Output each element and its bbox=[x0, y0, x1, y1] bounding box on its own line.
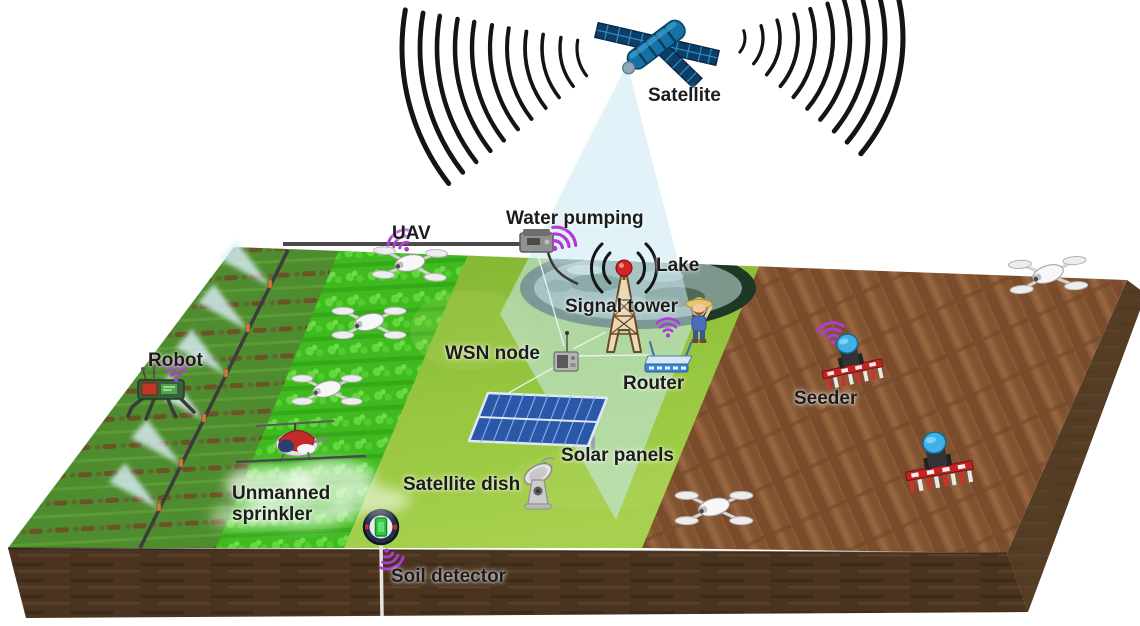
label-soil-detector: Soil detector bbox=[391, 566, 507, 587]
soil-front-face bbox=[8, 548, 1028, 618]
router-icon bbox=[644, 341, 693, 373]
soil-detector-icon bbox=[362, 508, 400, 617]
label-satellite-dish: Satellite dish bbox=[403, 474, 521, 495]
satellite-dish-icon bbox=[523, 457, 555, 510]
label-satellite: Satellite bbox=[648, 85, 721, 106]
sprayer-drone-icon bbox=[235, 420, 367, 464]
farmer-icon bbox=[685, 297, 713, 343]
label-water-pumping: Water pumping bbox=[506, 208, 644, 229]
label-lake: Lake bbox=[656, 255, 700, 276]
label-robot: Robot bbox=[148, 350, 203, 371]
sprinkler-heads bbox=[156, 279, 273, 512]
label-router: Router bbox=[623, 373, 685, 394]
label-uav: UAV bbox=[392, 223, 431, 244]
signal-waves-right bbox=[540, 0, 906, 221]
label-seeder: Seeder bbox=[794, 388, 858, 409]
wsn-node-icon bbox=[553, 331, 579, 372]
network-links bbox=[504, 251, 651, 396]
robot-icon bbox=[126, 365, 196, 421]
solar-panels-icon bbox=[467, 391, 609, 450]
field-tilled-brown bbox=[642, 252, 1127, 553]
label-wsn-node: WSN node bbox=[445, 343, 540, 364]
label-signal-tower: Signal tower bbox=[565, 296, 678, 317]
satellite-beam bbox=[500, 64, 694, 520]
spray-mist bbox=[210, 460, 410, 528]
water-pump-icon bbox=[519, 229, 579, 286]
signal-tower-icon bbox=[589, 242, 659, 353]
label-unmanned-sprinkler: Unmanned sprinkler bbox=[232, 483, 331, 525]
label-solar-panels: Solar panels bbox=[561, 445, 674, 466]
satellite-icon bbox=[594, 19, 720, 89]
signal-waves-left bbox=[399, 0, 845, 271]
